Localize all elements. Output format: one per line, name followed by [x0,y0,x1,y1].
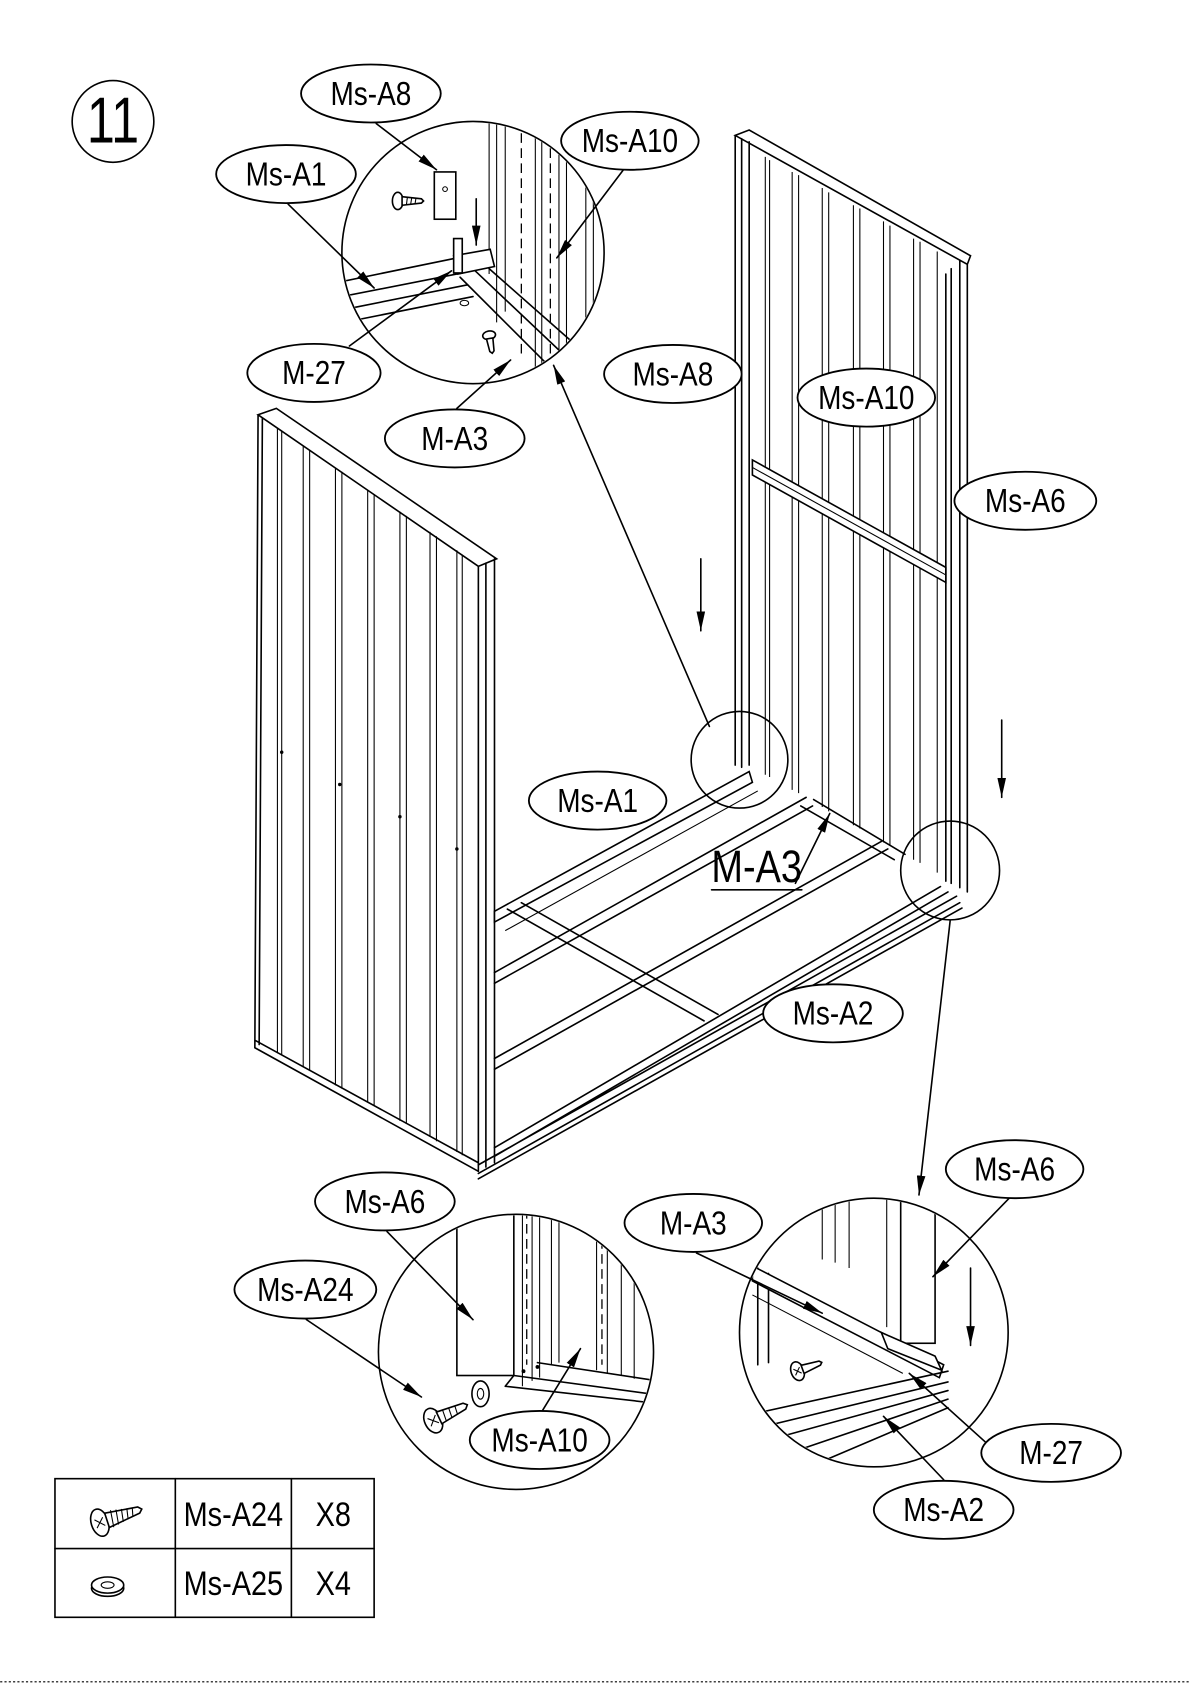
front-rail-ms-a2 [478,887,962,1179]
detail-connector-bottom-right [919,921,950,1195]
callout-m-27-br: M-27 [981,1424,1121,1482]
callout-m-27-top: M-27 [247,344,380,402]
callout-label: M-27 [282,354,346,392]
floor-rail-ms-a2-detail [742,1371,948,1463]
callout-ms-a2-main: Ms-A2 [763,984,903,1042]
callout-ms-a6-br: Ms-A6 [946,1140,1084,1198]
callout-label: Ms-A6 [985,482,1066,520]
part-code: Ms-A25 [184,1563,284,1602]
callout-label: Ms-A8 [632,355,713,393]
washer-icon [92,1577,124,1596]
callout-label: Ms-A6 [974,1150,1055,1188]
right-wall [735,130,970,892]
callout-label: Ms-A6 [344,1182,425,1220]
leader-line [883,1416,943,1479]
shed-main-view [255,130,1002,1195]
screw-hole [460,300,469,305]
part-quantity: X8 [316,1495,351,1534]
panel-ms-a6-detail [901,1193,935,1343]
callout-label: M-A3 [711,841,802,892]
callout-label: Ms-A8 [330,75,411,113]
detail-highlight-back-corner [691,711,788,808]
callout-ms-a1-main: Ms-A1 [529,772,667,830]
screw-icon [482,330,499,354]
step-number: 11 [87,86,139,157]
leader-line [543,1349,581,1410]
screw-icon [788,1353,825,1382]
callout-label: Ms-A10 [818,379,914,417]
detail-view-top [342,118,604,387]
screw-icon [392,192,423,209]
callout-ms-a6-main: Ms-A6 [954,472,1096,530]
parts-table-row: Ms-A24 X8 [87,1495,351,1539]
detail-highlight-front-corner [901,821,1000,920]
right-wall-rail-edge [752,467,945,574]
screw-icon [420,1393,473,1436]
callout-ms-a8-top: Ms-A8 [301,64,441,122]
callout-ms-a10-bl: Ms-A10 [470,1411,610,1469]
callout-ms-a24-bl: Ms-A24 [234,1261,376,1319]
callout-label: M-A3 [421,419,488,457]
part-code: Ms-A24 [184,1495,284,1534]
leader-line [288,204,374,288]
callout-label: Ms-A1 [557,782,638,820]
screw-hole-dots [522,1365,540,1373]
callout-m-a3-br: M-A3 [625,1194,763,1252]
leader-line [306,1320,421,1397]
callout-label: Ms-A10 [582,122,678,160]
callout-m-a3-main: M-A3 [711,841,802,892]
callout-ms-a10-top: Ms-A10 [561,112,699,170]
callout-label: Ms-A10 [491,1421,587,1459]
callout-ms-a8-main: Ms-A8 [604,345,742,403]
detail-connector-top [554,365,710,726]
screw-icon [87,1496,146,1539]
callout-label: Ms-A1 [246,155,327,193]
left-wall [255,408,497,1171]
washer-icon [472,1381,489,1407]
callout-ms-a2-br: Ms-A2 [874,1481,1014,1539]
callout-label: M-A3 [660,1204,727,1242]
part-quantity: X4 [316,1563,351,1602]
parts-table: Ms-A24 X8 Ms-A25 X4 [55,1479,374,1618]
bracket-ms-a8-detail [434,172,455,219]
panel-ribs [522,1209,634,1386]
callout-ms-a10-main: Ms-A10 [798,369,936,427]
leader-line [349,271,451,346]
parts-table-row: Ms-A25 X4 [92,1563,351,1602]
left-wall-screw-holes [280,751,459,851]
callout-label: Ms-A2 [793,994,874,1032]
bottom-rail-detail [505,1363,658,1404]
callout-label: M-27 [1019,1434,1083,1472]
hidden-lines [527,1209,602,1365]
step-number-badge: 11 [72,81,154,163]
callout-label: Ms-A2 [903,1491,984,1529]
left-wall-outline [255,408,497,1171]
callout-ms-a1-top: Ms-A1 [216,145,356,203]
leader-line [933,1197,1010,1277]
panel-ms-a6-detail [457,1209,514,1376]
callout-m-a3-top: M-A3 [385,409,525,467]
rail-m-a3-detail [460,269,589,376]
bracket-m-27-upright [454,239,463,273]
callout-ms-a6-bl: Ms-A6 [315,1172,455,1230]
callout-label: Ms-A24 [257,1271,353,1309]
leader-line [376,124,436,170]
